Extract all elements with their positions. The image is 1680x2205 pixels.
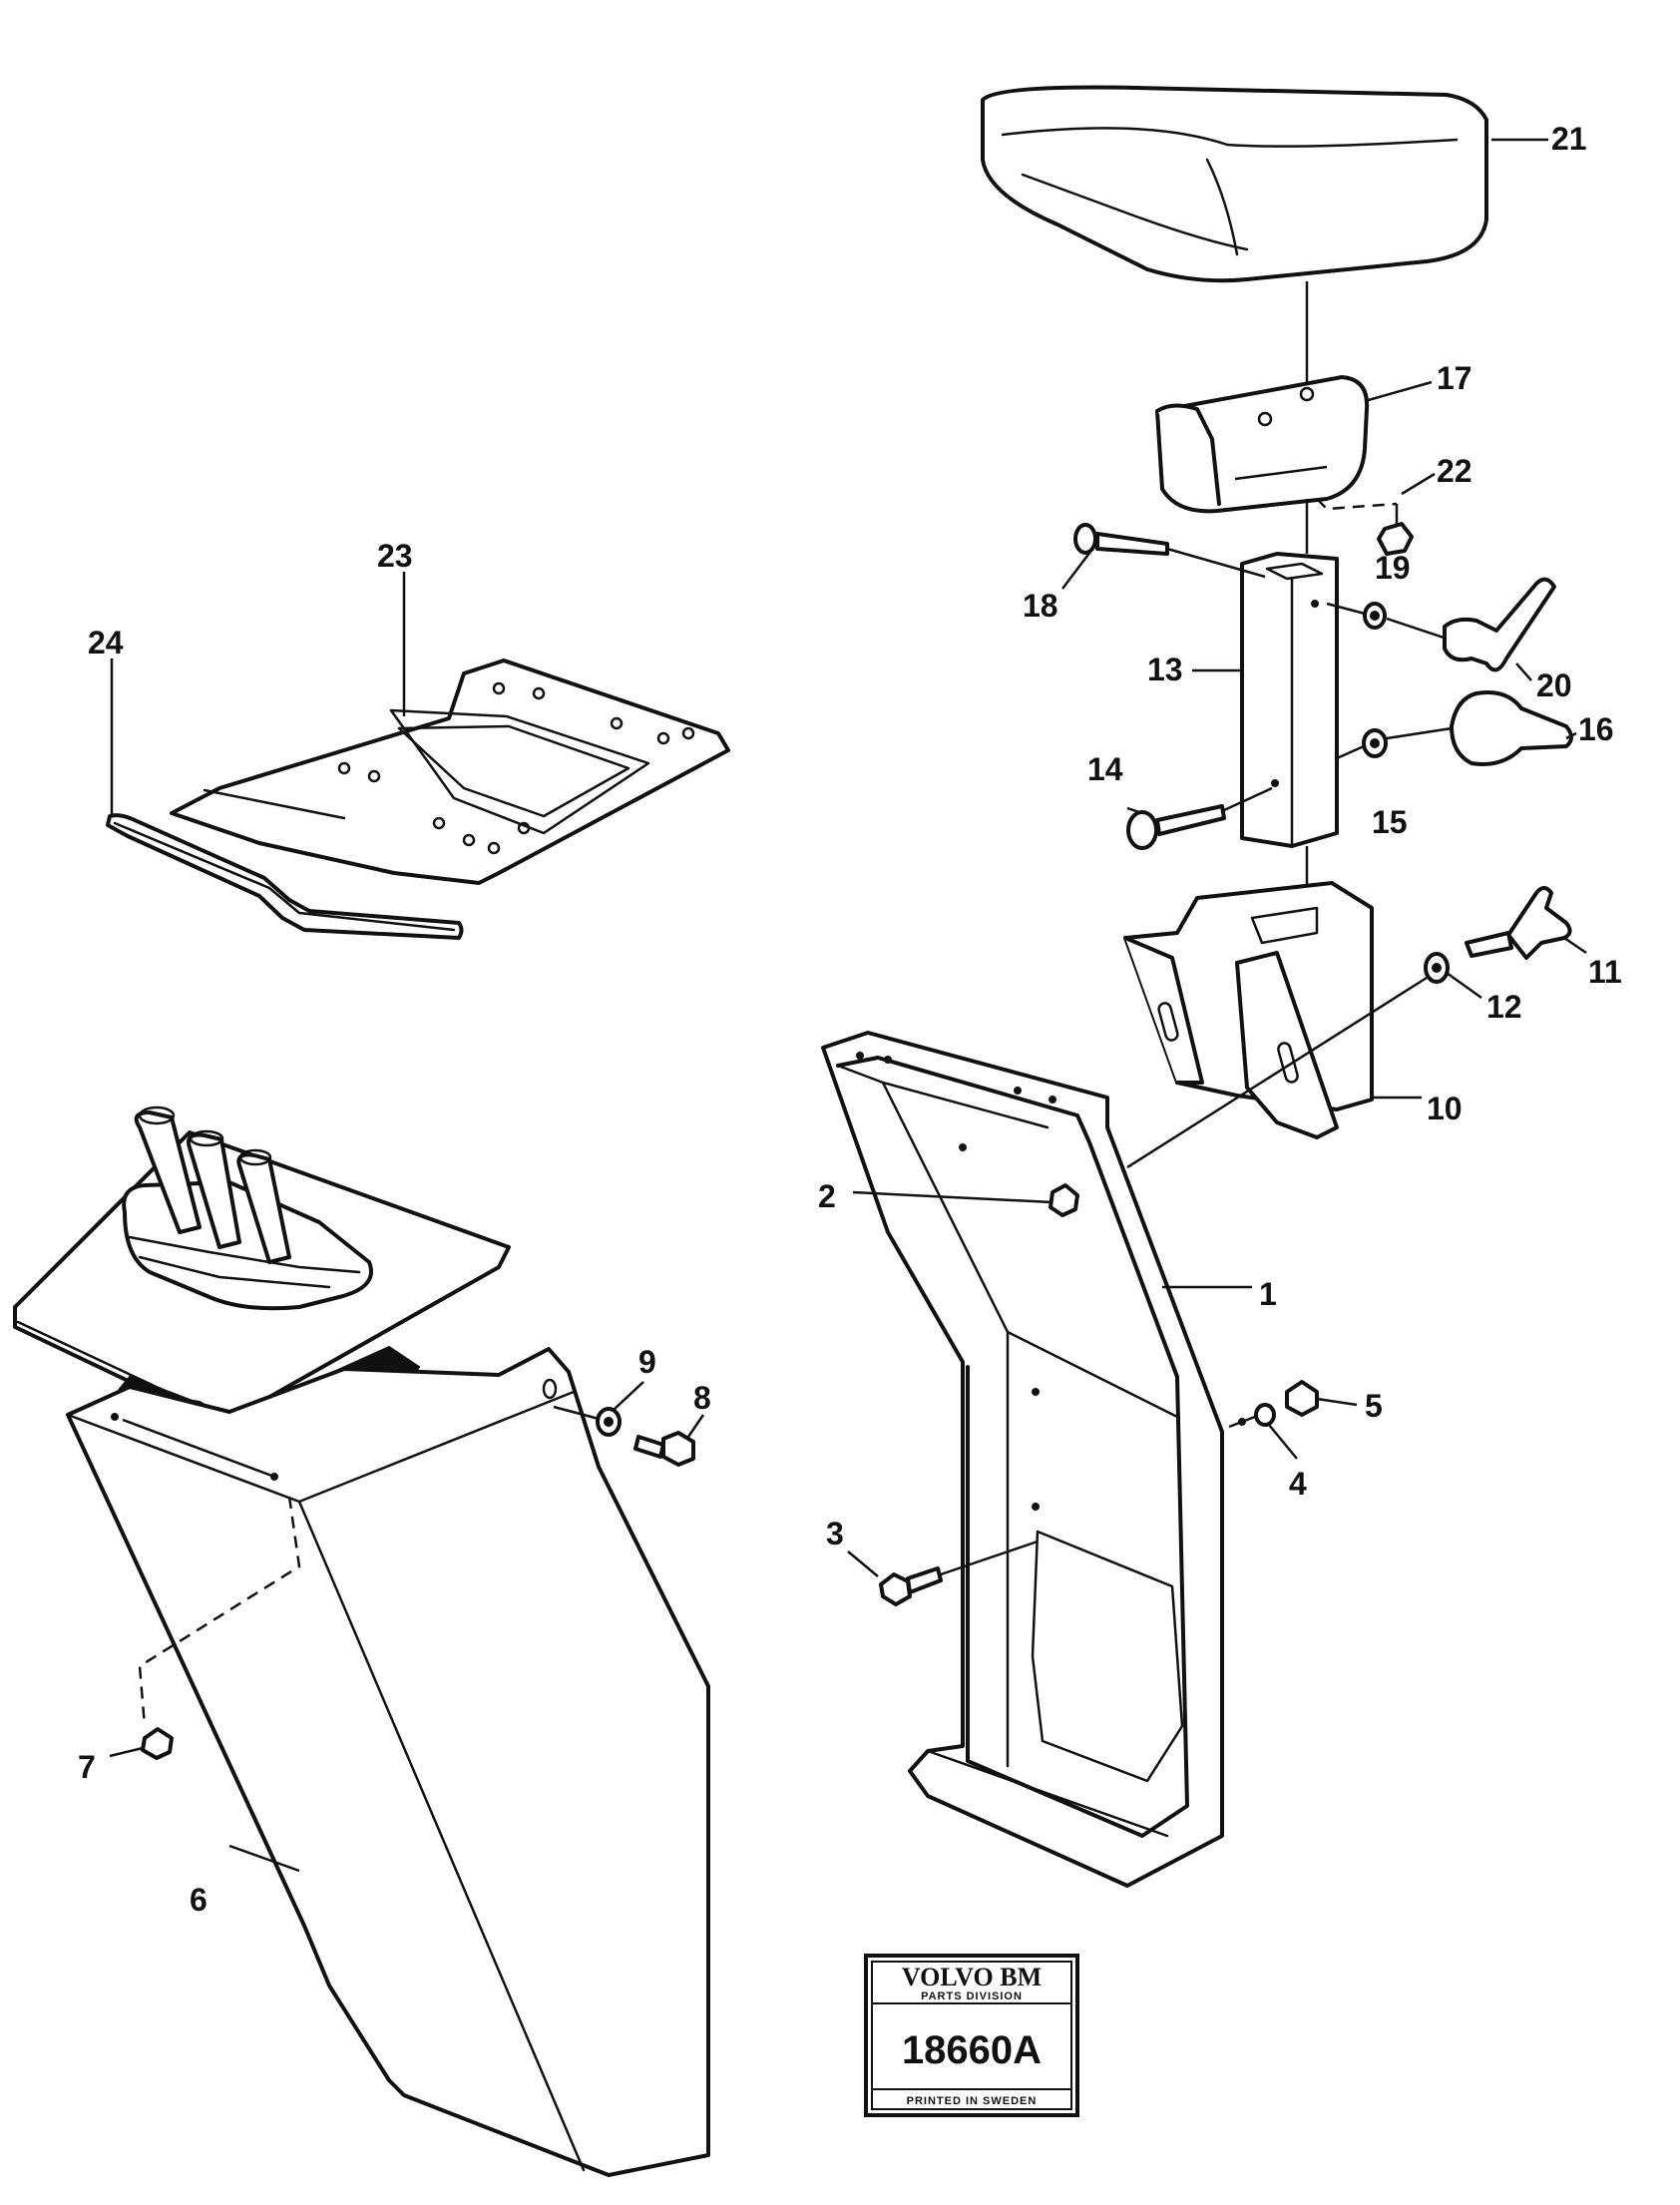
callout-22: 22 [1437,453,1472,489]
callout-4: 4 [1289,1466,1307,1502]
callout-11: 11 [1588,954,1622,990]
callout-8: 8 [693,1380,711,1416]
callout-10: 10 [1427,1091,1463,1126]
part-3-bolt [847,1540,1039,1606]
callout-5: 5 [1365,1388,1383,1424]
callout-15: 15 [1372,804,1408,840]
callout-18: 18 [1023,588,1058,624]
callout-16: 16 [1578,711,1614,747]
part-11-wing-bolt [1465,886,1587,960]
callout-20: 20 [1536,667,1572,703]
callout-19: 19 [1375,550,1411,586]
callout-17: 17 [1437,360,1472,396]
callout-1: 1 [1259,1276,1277,1312]
part-16-knob [1386,690,1573,766]
callout-14: 14 [1087,751,1123,787]
part-24-strip [106,659,464,940]
part-23-plate [170,572,730,885]
part-17-bracket [1155,375,1370,554]
part-15-washer [1336,728,1388,760]
part-2-nut [852,1183,1079,1217]
stamp-number: 18660A [902,2028,1042,2072]
stamp-brand: VOLVO BM [902,1963,1042,1991]
part-19-washer [1326,602,1387,630]
part-8-bolt [633,1414,705,1467]
part-21-cushion [981,85,1488,384]
callout-6: 6 [190,1882,208,1918]
callout-3: 3 [826,1516,844,1551]
part-7-nut [109,1496,301,1760]
callout-9: 9 [638,1344,656,1380]
part-18-bolt [1073,523,1266,579]
callout-24: 24 [88,625,124,661]
part-10-socket [1123,881,1374,1139]
part-4-washer [1254,1403,1298,1460]
part-20-knob [1386,577,1556,672]
callout-12: 12 [1486,989,1522,1025]
stamp-division: PARTS DIVISION [921,1990,1023,2002]
part-13-tube [1240,552,1339,903]
part-14-bolt [1126,786,1273,850]
part-22-screw [1316,498,1414,556]
callout-13: 13 [1147,652,1183,687]
callout-labels: 1 2 3 4 5 6 7 8 9 10 11 12 13 14 15 16 1… [78,121,1622,1918]
volvo-bm-parts-stamp: VOLVO BM PARTS DIVISION 18660A PRINTED I… [864,1954,1079,2117]
callout-23: 23 [377,538,413,574]
callout-7: 7 [78,1749,96,1785]
label-leaders [1061,138,1577,1289]
part-1-frame [821,1031,1246,1888]
part-5-nut [1228,1380,1358,1429]
stamp-printed: PRINTED IN SWEDEN [907,2095,1038,2107]
part-12-washer [1126,952,1482,1169]
part-6-console [13,1105,710,2177]
part-9-washer [553,1381,644,1437]
callout-21: 21 [1551,121,1587,157]
callout-2: 2 [818,1178,836,1214]
